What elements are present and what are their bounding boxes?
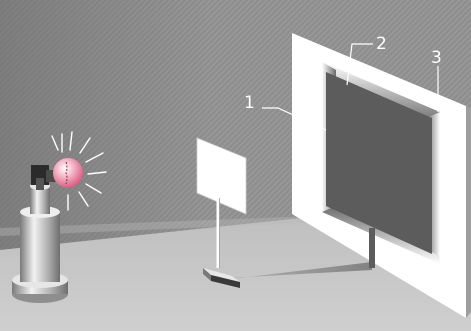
light-rays: [51, 131, 107, 211]
label-3: 3: [431, 48, 442, 68]
floor-shadow: [230, 262, 372, 278]
callout-leaders: [262, 43, 439, 131]
opaque-card: [196, 137, 247, 288]
light-bulb: [53, 158, 83, 188]
label-2: 2: [376, 34, 387, 54]
label-1: 1: [244, 93, 255, 113]
callout-labels: 1 2 3: [244, 34, 442, 113]
stand-shadow-on-screen: [369, 228, 375, 268]
umbra-region: [326, 72, 432, 254]
lamp: [12, 131, 107, 303]
